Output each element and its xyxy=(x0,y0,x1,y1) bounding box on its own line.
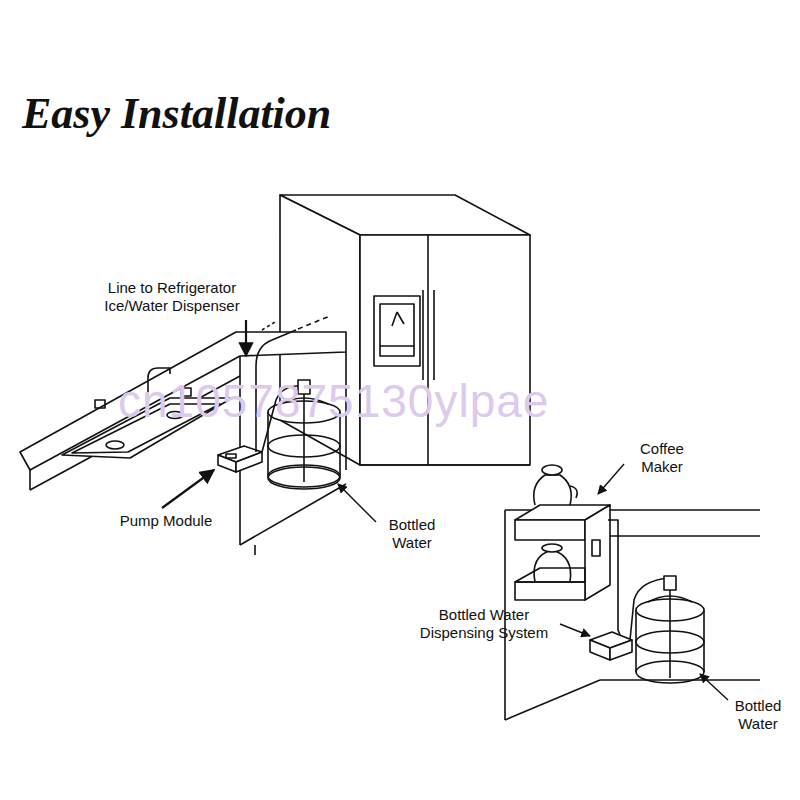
dispensing-system xyxy=(590,632,632,660)
callout-label: Bottled Water xyxy=(372,516,452,552)
callout-label: Coffee Maker xyxy=(620,440,704,476)
water-line xyxy=(298,316,330,329)
diagram-title: Easy Installation xyxy=(22,88,331,139)
coffee-maker xyxy=(515,465,610,600)
watermark: cn1057875130ylpae xyxy=(118,374,549,428)
callout-label: Bottled Water Dispensing System xyxy=(404,606,564,642)
callout-label: Line to Refrigerator Ice/Water Dispenser xyxy=(82,279,262,315)
kitchen-counter xyxy=(20,322,346,555)
water-bottle xyxy=(636,576,704,683)
callout-label: Bottled Water xyxy=(722,697,794,733)
water-line xyxy=(608,520,622,640)
coffee-counter xyxy=(505,510,760,720)
callout-label: Pump Module xyxy=(104,512,228,530)
